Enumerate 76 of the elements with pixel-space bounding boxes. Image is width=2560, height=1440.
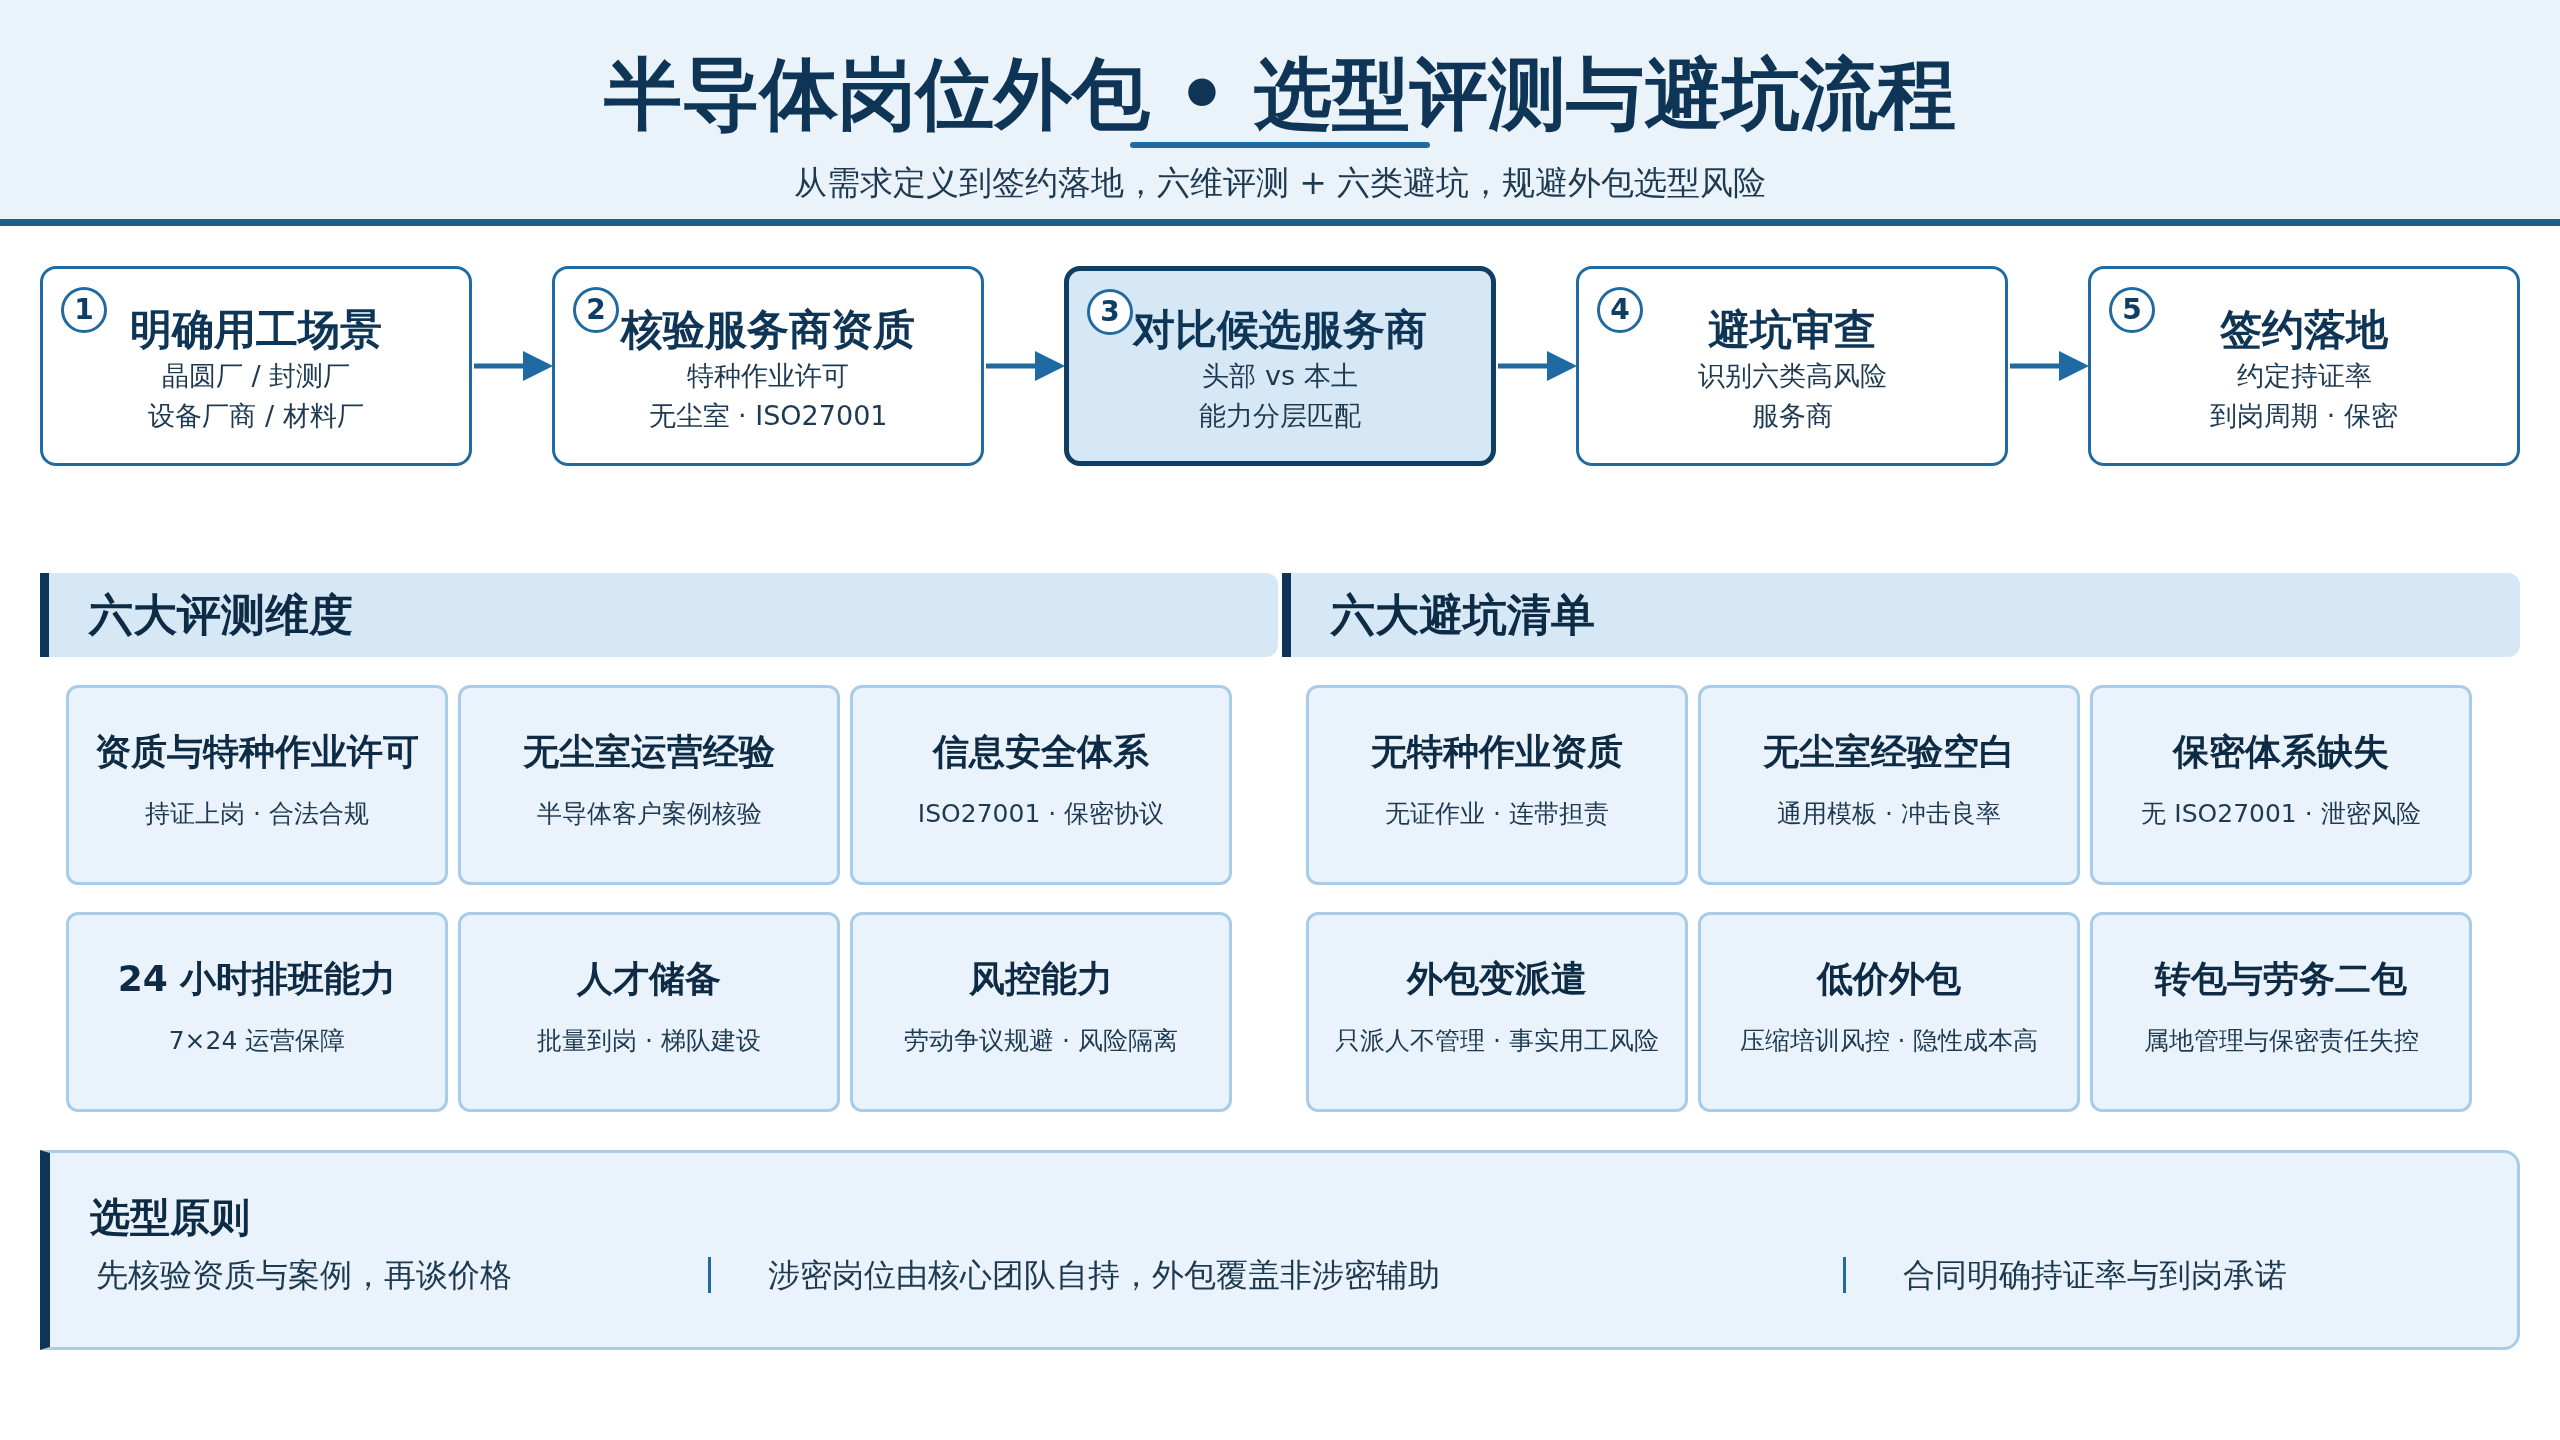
process-box: [40, 266, 472, 466]
card-title: 无尘室经验空白: [1763, 730, 2015, 775]
arrow: [474, 351, 553, 381]
arrow: [2010, 351, 2089, 381]
card-detail: 无 ISO27001 · 泄密风险: [2141, 798, 2421, 831]
process-box: [552, 266, 984, 466]
principle-text: 先核验资质与案例，再谈价格: [96, 1255, 512, 1296]
info-card: [1306, 685, 1688, 885]
principle-text: 涉密岗位由核心团队自持，外包覆盖非涉密辅助: [768, 1255, 1440, 1296]
panel-heading: 选型原则: [90, 1193, 250, 1242]
step-detail: 识别六类高风险: [1697, 359, 1887, 394]
info-card: [850, 912, 1232, 1112]
title: 半导体岗位外包 • 选型评测与避坑流程: [602, 48, 1958, 141]
card-title: 资质与特种作业许可: [95, 730, 419, 775]
step-number: 4: [1597, 287, 1643, 333]
arrow: [1498, 351, 1577, 381]
step-detail: 晶圆厂 / 封测厂: [161, 359, 351, 394]
info-card: [2090, 912, 2472, 1112]
arrow: [986, 351, 1065, 381]
card-detail: 7×24 运营保障: [168, 1025, 346, 1058]
step-detail: 设备厂商 / 材料厂: [148, 399, 364, 434]
step-detail: 约定持证率: [2236, 359, 2372, 394]
step-detail: 特种作业许可: [687, 359, 849, 394]
info-card: [1306, 912, 1688, 1112]
section-header: [1282, 573, 2520, 657]
section-title: 六大评测维度: [89, 588, 353, 642]
card-title: 转包与劳务二包: [2155, 957, 2407, 1002]
card-title: 外包变派遣: [1407, 957, 1587, 1002]
card-detail: 属地管理与保密责任失控: [2143, 1025, 2419, 1058]
info-card: [458, 912, 840, 1112]
card-title: 风控能力: [969, 957, 1113, 1002]
step-title: 避坑审查: [1708, 303, 1876, 356]
info-card: [850, 685, 1232, 885]
subtitle: 从需求定义到签约落地，六维评测 + 六类避坑，规避外包选型风险: [792, 162, 1768, 204]
info-card: [66, 685, 448, 885]
step-detail: 服务商: [1751, 399, 1833, 434]
info-card: [2090, 685, 2472, 885]
process-box: [2088, 266, 2520, 466]
process-box: [1064, 266, 1496, 466]
step-number: 1: [61, 287, 107, 333]
step-detail: 到岗周期 · 保密: [2210, 399, 2398, 434]
step-number: 2: [573, 287, 619, 333]
card-detail: 无证作业 · 连带担责: [1385, 798, 1609, 831]
card-title: 保密体系缺失: [2173, 730, 2389, 775]
process-box: [1576, 266, 2008, 466]
card-detail: 批量到岗 · 梯队建设: [537, 1025, 761, 1058]
info-card: [1698, 685, 2080, 885]
card-detail: 劳动争议规避 · 风险隔离: [904, 1025, 1178, 1058]
info-card: [1698, 912, 2080, 1112]
section-header: [40, 573, 1278, 657]
card-detail: 通用模板 · 冲击良率: [1777, 798, 2001, 831]
card-detail: ISO27001 · 保密协议: [917, 798, 1165, 831]
card-title: 低价外包: [1817, 957, 1961, 1002]
principle-text: 合同明确持证率与到岗承诺: [1903, 1255, 2287, 1296]
card-title: 无尘室运营经验: [523, 730, 775, 775]
card-detail: 持证上岗 · 合法合规: [145, 798, 369, 831]
card-title: 人才储备: [577, 957, 721, 1002]
principles-panel: [40, 1150, 2520, 1350]
info-card: [66, 912, 448, 1112]
card-detail: 只派人不管理 · 事实用工风险: [1335, 1025, 1659, 1058]
step-title: 签约落地: [2220, 303, 2388, 356]
step-detail: 无尘室 · ISO27001: [648, 399, 888, 434]
card-title: 24 小时排班能力: [117, 957, 397, 1002]
card-title: 无特种作业资质: [1371, 730, 1623, 775]
step-number: 5: [2109, 287, 2155, 333]
step-number: 3: [1087, 289, 1133, 335]
step-detail: 能力分层匹配: [1199, 399, 1361, 434]
step-title: 对比候选服务商: [1133, 303, 1427, 356]
card-detail: 半导体客户案例核验: [536, 798, 762, 831]
step-title: 明确用工场景: [130, 303, 382, 356]
step-title: 核验服务商资质: [621, 303, 915, 356]
info-card: [458, 685, 840, 885]
step-detail: 头部 vs 本土: [1202, 359, 1358, 394]
card-detail: 压缩培训风控 · 隐性成本高: [1739, 1025, 2039, 1058]
section-title: 六大避坑清单: [1331, 588, 1595, 642]
card-title: 信息安全体系: [933, 730, 1149, 775]
